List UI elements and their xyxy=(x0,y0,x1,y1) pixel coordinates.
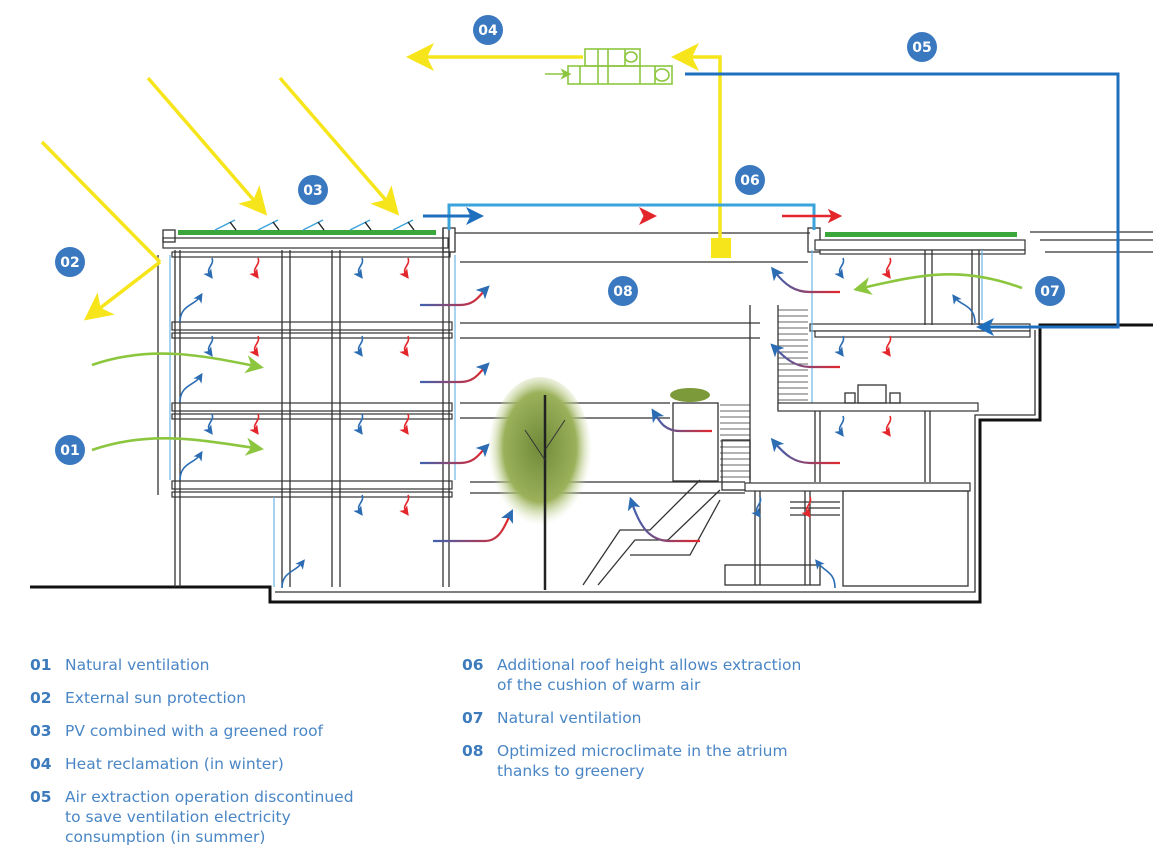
green-roof-right xyxy=(825,232,1017,237)
badge-08: 08 xyxy=(608,276,638,306)
svg-text:08: 08 xyxy=(613,284,632,300)
floor-supply-arrows xyxy=(179,292,976,589)
legend-text: Optimized microclimate in the atrium tha… xyxy=(497,742,788,780)
badge-05: 05 xyxy=(907,32,937,62)
stair-hatching xyxy=(720,309,808,478)
atrium-tree xyxy=(488,377,710,590)
ventilation-unit-icon xyxy=(545,48,673,85)
ceiling-air-squiggles xyxy=(203,257,892,518)
badge-03: 03 xyxy=(298,175,328,205)
legend-number: 01 xyxy=(30,656,52,674)
legend-number: 05 xyxy=(30,788,52,806)
atrium-air-flows xyxy=(420,266,840,543)
legend-number: 07 xyxy=(462,709,484,727)
legend-text: Natural ventilation xyxy=(65,656,210,674)
legend-item-05: 05 Air extraction operation discontinued… xyxy=(30,787,354,847)
legend-item-07: 07 Natural ventilation xyxy=(462,708,801,728)
green-roof-left xyxy=(178,230,436,235)
stair-structure xyxy=(582,402,821,586)
ceiling-activation-lines xyxy=(180,255,1028,498)
legend-right-column: 06 Additional roof height allows extract… xyxy=(462,655,801,794)
legend-number: 04 xyxy=(30,755,52,773)
legend-item-06: 06 Additional roof height allows extract… xyxy=(462,655,801,695)
legend-text: External sun protection xyxy=(65,689,247,707)
legend-item-01: 01 Natural ventilation xyxy=(30,655,354,675)
legend-number: 06 xyxy=(462,656,484,674)
building-section-diagram: 01 02 03 04 05 06 07 08 xyxy=(30,15,1153,604)
pv-panels xyxy=(214,219,415,231)
legend-number: 08 xyxy=(462,742,484,760)
right-wing-structure xyxy=(744,227,1153,587)
svg-text:03: 03 xyxy=(303,183,322,199)
legend-text: Natural ventilation xyxy=(497,709,642,727)
sun-rays xyxy=(40,76,400,321)
legend-left-column: 01 Natural ventilation 02 External sun p… xyxy=(30,655,354,860)
legend-text: Additional roof height allows extraction… xyxy=(497,656,802,694)
legend-item-02: 02 External sun protection xyxy=(30,688,354,708)
badge-01: 01 xyxy=(55,435,85,465)
legend-number: 03 xyxy=(30,722,52,740)
legend-item-08: 08 Optimized microclimate in the atrium … xyxy=(462,741,801,781)
svg-text:02: 02 xyxy=(60,255,79,271)
badge-07: 07 xyxy=(1035,276,1065,306)
natural-ventilation-flows xyxy=(91,272,1023,456)
roof-extraction-duct xyxy=(423,203,843,230)
legend-number: 02 xyxy=(30,689,52,707)
ground-line xyxy=(30,323,1153,604)
svg-text:06: 06 xyxy=(740,173,759,189)
svg-text:07: 07 xyxy=(1040,284,1059,300)
badge-04: 04 xyxy=(473,15,503,45)
extraction-duct xyxy=(685,72,1120,336)
svg-text:01: 01 xyxy=(60,443,79,459)
legend-item-04: 04 Heat reclamation (in winter) xyxy=(30,754,354,774)
badge-06: 06 xyxy=(735,165,765,195)
svg-text:04: 04 xyxy=(478,23,498,39)
legend-text: Air extraction operation discontinued to… xyxy=(65,788,354,846)
badge-02: 02 xyxy=(55,247,85,277)
legend-text: PV combined with a greened roof xyxy=(65,722,324,740)
legend-item-03: 03 PV combined with a greened roof xyxy=(30,721,354,741)
heat-reclamation-duct xyxy=(406,43,731,258)
left-wing-structure xyxy=(157,227,456,587)
legend-text: Heat reclamation (in winter) xyxy=(65,755,284,773)
svg-text:05: 05 xyxy=(912,40,931,56)
